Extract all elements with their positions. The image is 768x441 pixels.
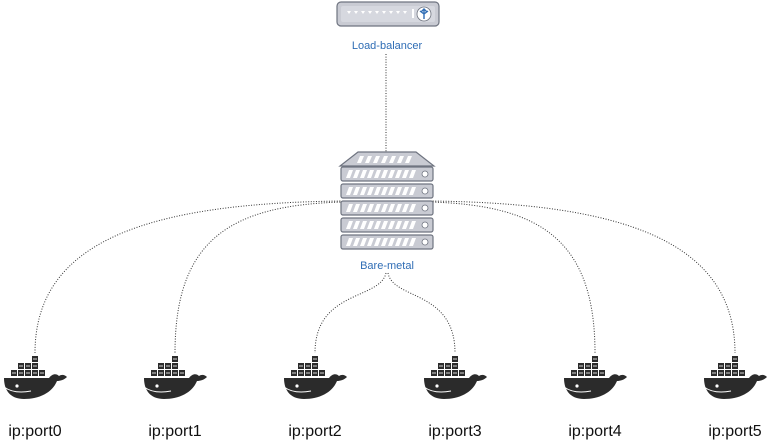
docker-whale-icon bbox=[423, 355, 488, 400]
container-node: ip:port4 bbox=[563, 355, 628, 440]
container-label: ip:port1 bbox=[148, 423, 201, 440]
link-server-to-port2 bbox=[314, 272, 387, 354]
container-node: ip:port3 bbox=[423, 355, 488, 440]
load-balancer-node: Load-balancer bbox=[336, 1, 440, 52]
docker-whale-icon bbox=[3, 355, 68, 400]
container-label: ip:port5 bbox=[708, 423, 761, 440]
container-label: ip:port4 bbox=[568, 423, 621, 440]
bare-metal-label: Bare-metal bbox=[360, 260, 414, 272]
load-balancer-icon bbox=[336, 1, 440, 27]
container-node: ip:port1 bbox=[143, 355, 208, 440]
container-label: ip:port3 bbox=[428, 423, 481, 440]
link-server-to-port3 bbox=[387, 272, 456, 354]
load-balancer-label: Load-balancer bbox=[352, 40, 423, 52]
link-server-to-port0 bbox=[34, 200, 344, 354]
link-server-to-port5 bbox=[429, 200, 736, 354]
container-node: ip:port5 bbox=[703, 355, 768, 440]
container-node: ip:port2 bbox=[283, 355, 348, 440]
docker-whale-icon bbox=[283, 355, 348, 400]
server-rack-icon bbox=[338, 151, 436, 250]
docker-whale-icon bbox=[703, 355, 768, 400]
docker-whale-icon bbox=[563, 355, 628, 400]
link-server-to-port1 bbox=[174, 201, 344, 354]
bare-metal-node: Bare-metal bbox=[338, 151, 436, 272]
link-server-to-port4 bbox=[429, 201, 596, 354]
container-label: ip:port0 bbox=[8, 423, 61, 440]
container-label: ip:port2 bbox=[288, 423, 341, 440]
docker-whale-icon bbox=[143, 355, 208, 400]
container-node: ip:port0 bbox=[3, 355, 68, 440]
